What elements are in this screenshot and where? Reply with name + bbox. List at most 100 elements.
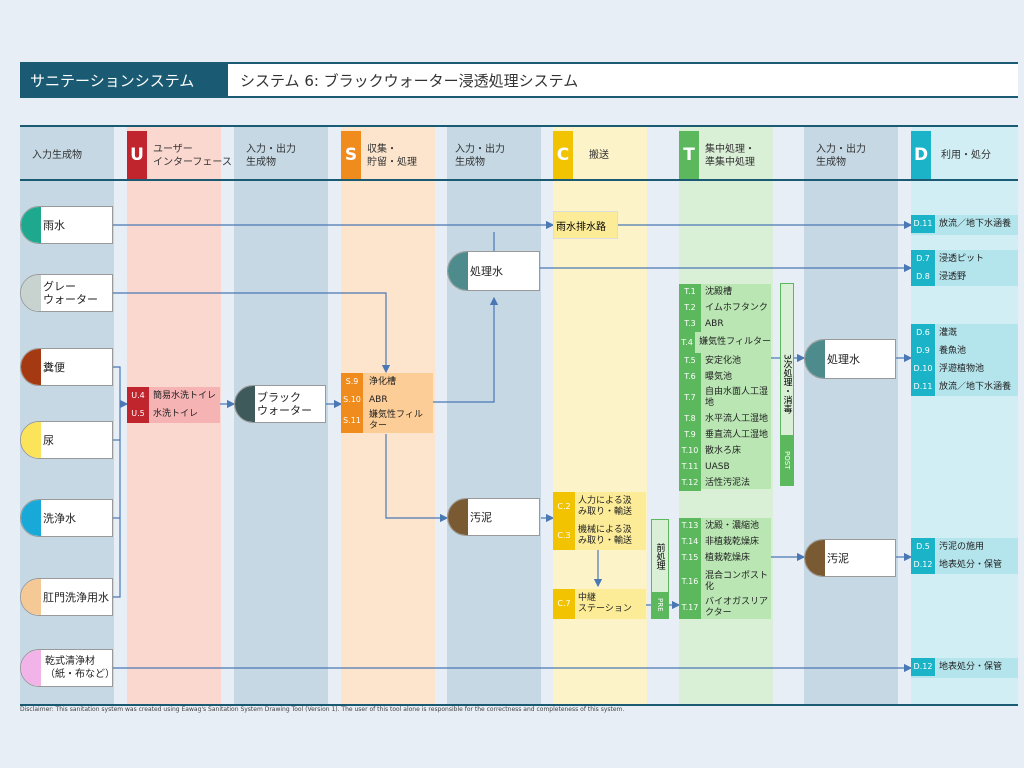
tech-code: T.17	[679, 597, 701, 619]
tech-name: 汚泥の施用	[939, 541, 985, 552]
divider-top	[20, 125, 1018, 127]
tech-name: UASB	[705, 461, 730, 472]
product-greywater: グレー ウォーター	[20, 274, 113, 312]
post-treatment-side-label: 3次処理・消毒	[781, 354, 792, 414]
post-treatment-box: 3次処理・消毒 POST	[780, 283, 794, 486]
col-head-io3: 入力・出力 生成物	[816, 144, 866, 168]
d-tech-treated-d11: D.11 放流／地下水涵養	[911, 378, 1018, 396]
tech-name: 地表処分・保管	[939, 661, 1003, 672]
tech-code: D.11	[911, 215, 935, 233]
tech-code: T.12	[679, 475, 701, 491]
band-io2	[447, 127, 541, 705]
product-sludge-2: 汚泥	[804, 539, 896, 577]
tech-code: D.12	[911, 556, 935, 574]
divider-bottom	[20, 704, 1018, 706]
pre-treatment-box: 前処理 PRE	[651, 519, 669, 619]
tech-name: 養魚池	[939, 345, 967, 356]
tech-code: D.8	[911, 268, 935, 286]
tech-code: T.4	[679, 332, 696, 353]
col-head-io2: 入力・出力 生成物	[455, 144, 505, 168]
d-tech-sludge-d12: D.12 地表処分・保管	[911, 556, 1018, 574]
product-cap	[21, 650, 41, 686]
tech-name: 活性汚泥法	[705, 477, 751, 488]
system-category-title: サニテーションシステム	[20, 62, 228, 98]
tech-code: T.7	[679, 385, 701, 411]
product-urine: 尿	[20, 421, 113, 459]
tech-code: T.10	[679, 443, 701, 459]
tech-name: 混合コンポスト 化	[705, 570, 769, 592]
c-rain-drainage: 雨水排水路	[553, 211, 618, 239]
tech-name: 沈殿槽	[705, 286, 733, 297]
tech-code: D.10	[911, 360, 935, 378]
tech-name: 安定化池	[705, 355, 742, 366]
product-treated-water-2: 処理水	[804, 339, 896, 379]
tech-code: T.3	[679, 316, 701, 332]
tech-code: D.7	[911, 250, 935, 268]
t-tech-t11: T.11 UASB	[679, 459, 771, 475]
product-cap	[21, 579, 41, 615]
t-tech-t14: T.14 非植栽乾燥床	[679, 534, 771, 550]
tech-code: T.14	[679, 534, 701, 550]
disclaimer: Disclaimer: This sanitation system was c…	[20, 706, 625, 713]
tech-name: 地表処分・保管	[939, 559, 1003, 570]
product-cap	[448, 499, 468, 535]
tech-code: T.5	[679, 353, 701, 369]
product-cap	[21, 349, 41, 385]
pre-treatment-side-label: 前処理	[654, 542, 665, 570]
product-cap	[235, 386, 255, 422]
divider-mid	[20, 179, 1018, 181]
tech-name: 垂直流人工湿地	[705, 429, 769, 440]
pre-label: PRE	[652, 592, 668, 618]
col-head-inputs: 入力生成物	[32, 150, 82, 161]
t-tech-t5: T.5 安定化池	[679, 353, 771, 369]
product-anal-cleansing-water: 肛門洗浄用水	[20, 578, 113, 616]
product-blackwater: ブラック ウォーター	[234, 385, 326, 423]
tech-name: 植栽乾燥床	[705, 552, 751, 563]
tech-code: T.11	[679, 459, 701, 475]
tech-name: 放流／地下水涵養	[939, 381, 1012, 392]
tech-code: D.11	[911, 378, 935, 396]
tech-name: 非植栽乾燥床	[705, 536, 760, 547]
product-rainwater: 雨水	[20, 206, 113, 244]
col-head-io1: 入力・出力 生成物	[246, 144, 296, 168]
product-feces: 糞便	[20, 348, 113, 386]
tech-name: イムホフタンク	[705, 302, 768, 313]
product-cap	[21, 207, 41, 243]
t-tech-t12: T.12 活性汚泥法	[679, 475, 771, 491]
tech-name: 浮遊植物池	[939, 363, 985, 374]
